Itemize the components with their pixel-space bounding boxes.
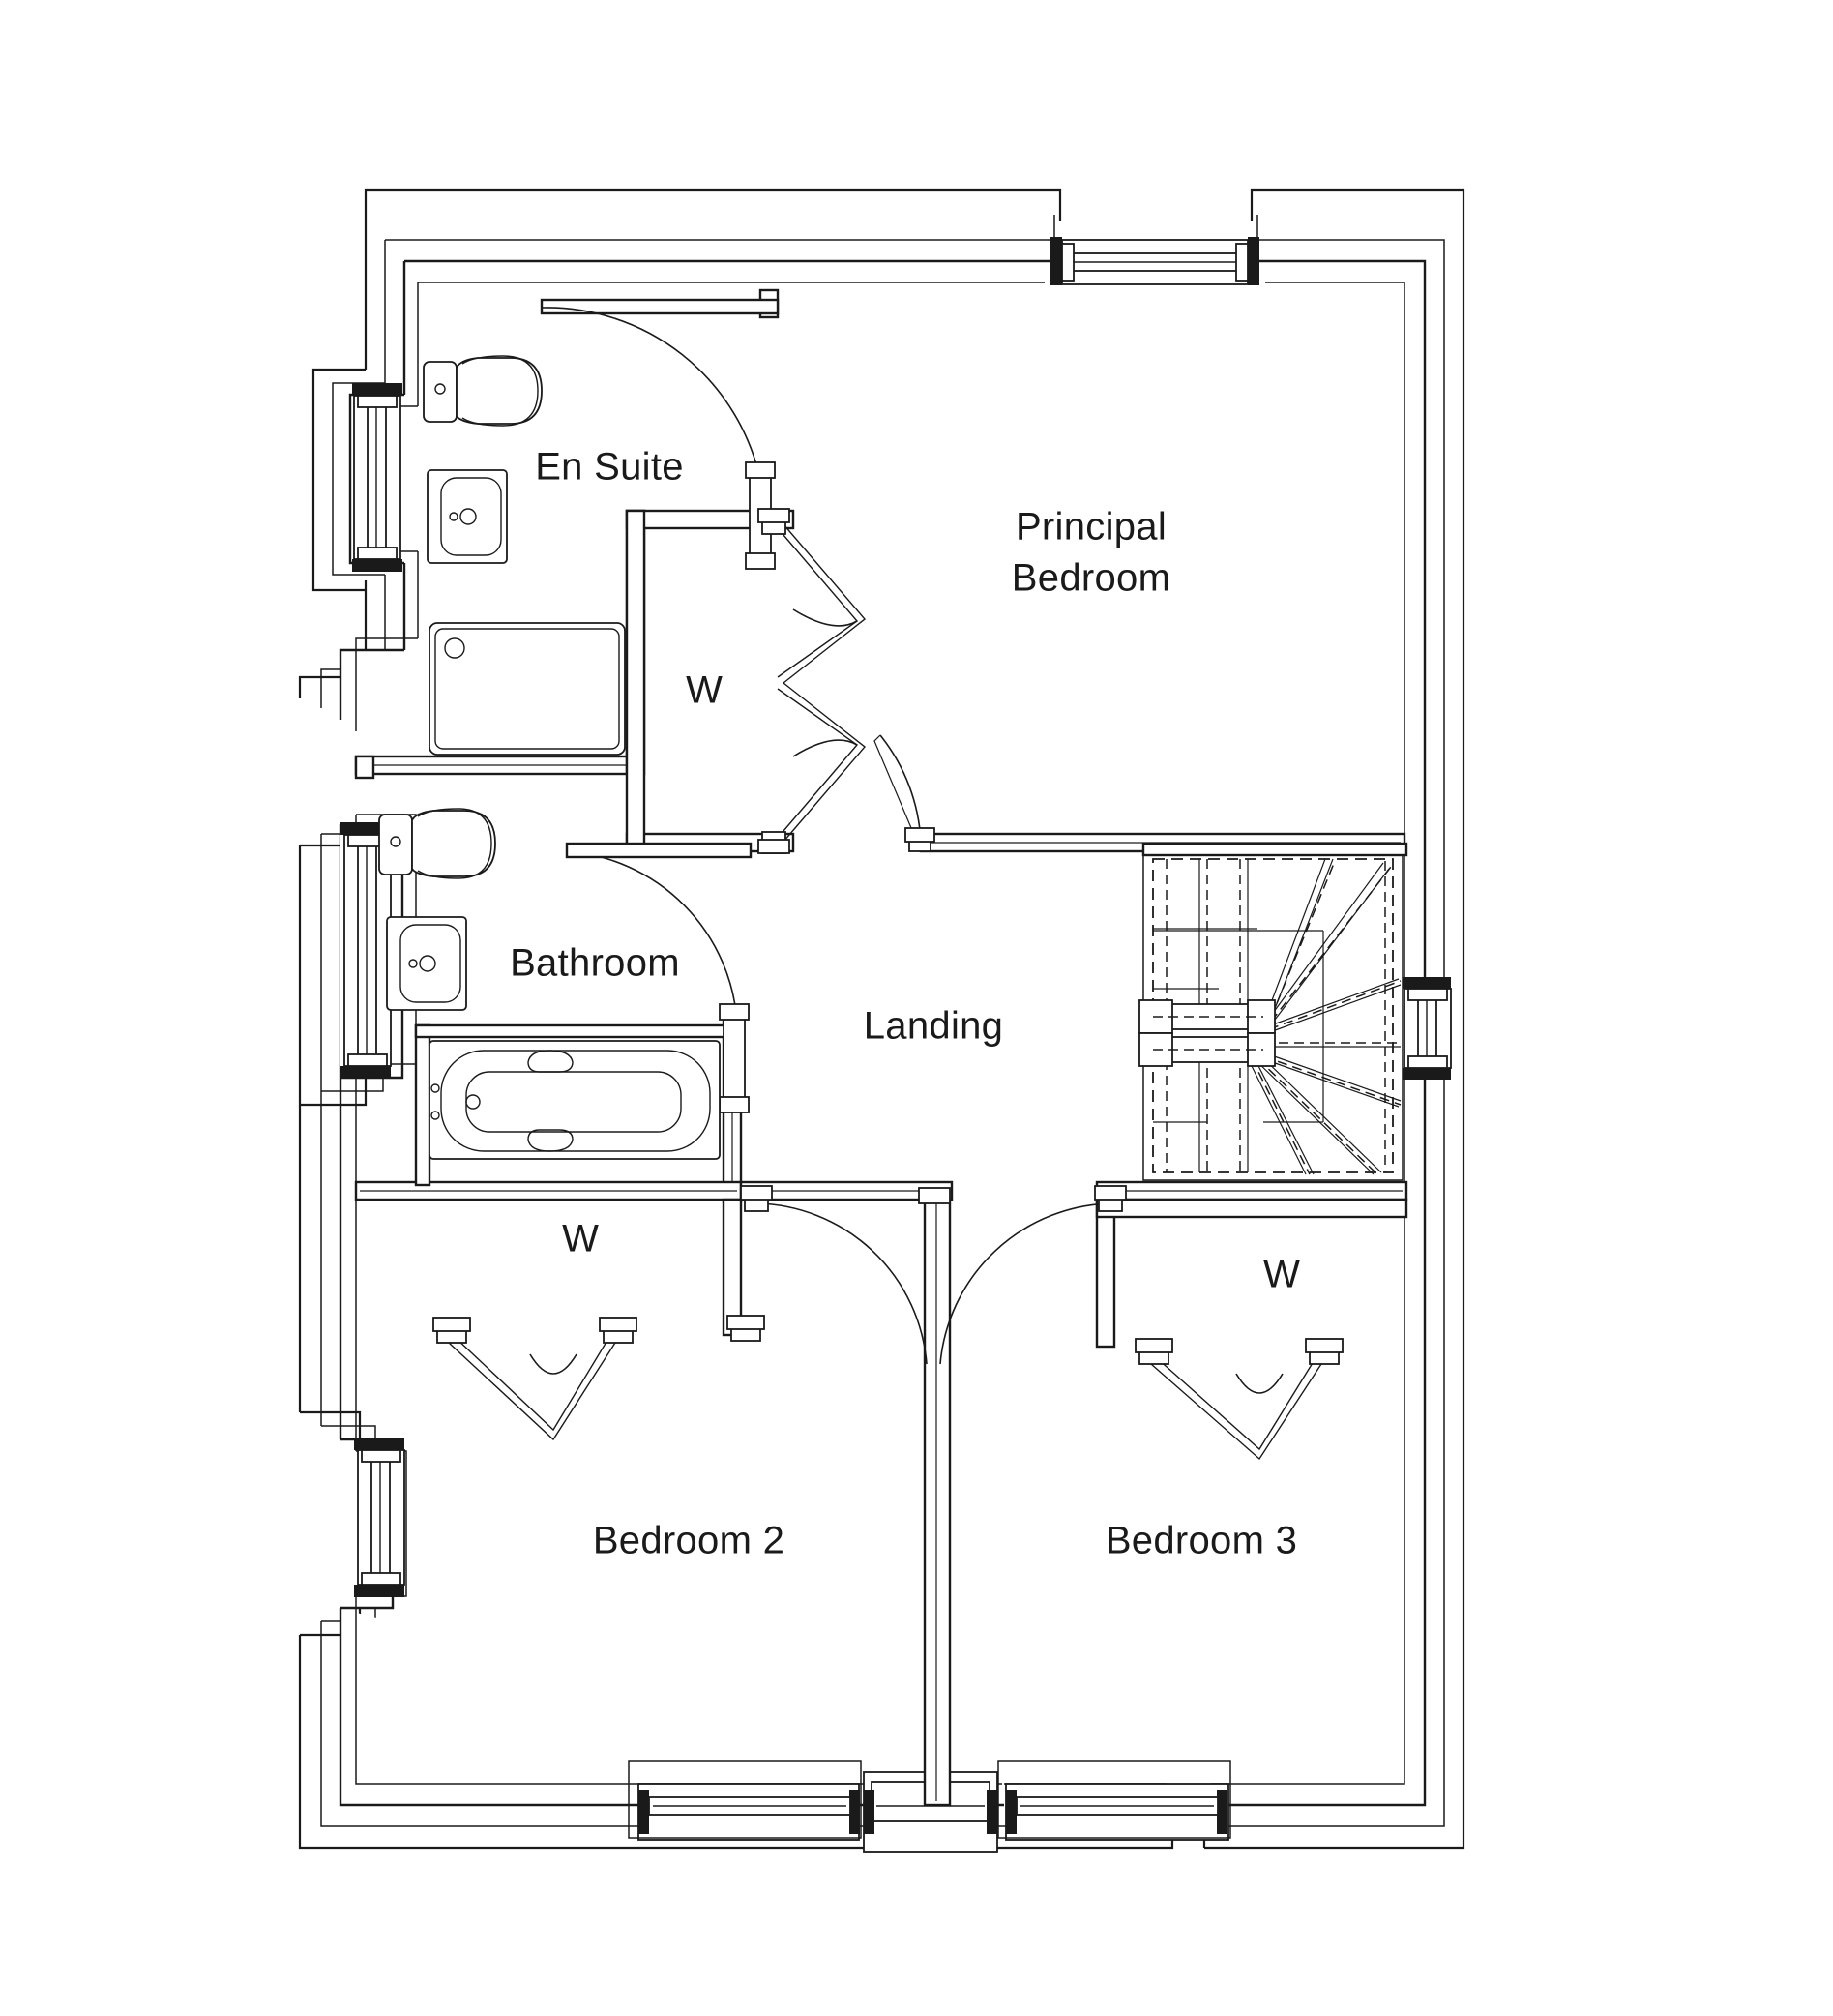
window-bottom-bedroom-2: [637, 1783, 860, 1841]
shower-tray-en-suite: [429, 622, 626, 756]
window-bottom-bedroom-3: [1005, 1783, 1229, 1841]
door-bedroom-3: [939, 1185, 1127, 1365]
windows-group: [340, 237, 1452, 1853]
wash-basin-bathroom: [386, 916, 467, 1011]
label-wardrobe-bedroom-3: W: [1263, 1254, 1300, 1296]
wash-basin-en-suite: [427, 469, 508, 564]
label-en-suite: En Suite: [535, 446, 684, 489]
toilet-bathroom: [378, 808, 496, 879]
door-bedroom-2: [740, 1185, 951, 1365]
label-wardrobe-principal: W: [686, 669, 723, 712]
window-left-en-suite: [352, 383, 402, 572]
winder-staircase: [1138, 842, 1408, 1181]
door-principal: [873, 734, 935, 852]
label-bedroom-3: Bedroom 3: [1106, 1520, 1297, 1562]
doors-group: [432, 307, 1344, 1461]
label-bathroom: Bathroom: [510, 942, 680, 985]
label-bedroom-2: Bedroom 2: [593, 1520, 784, 1562]
window-left-bedroom-2: [354, 1438, 405, 1597]
label-principal-bedroom-2: Bedroom: [1012, 557, 1170, 600]
label-principal-bedroom: Principal: [1016, 506, 1167, 548]
door-bathroom: [565, 842, 753, 1113]
window-top-principal: [1050, 237, 1259, 285]
bifold-wardrobe-bedroom-2: [432, 1317, 637, 1441]
sanitary-fixtures: [378, 355, 721, 1160]
bifold-wardrobe-principal: [757, 508, 867, 854]
window-right-landing: [1403, 977, 1452, 1080]
bifold-wardrobe-bedroom-3: [1135, 1338, 1344, 1461]
label-landing: Landing: [864, 1005, 1003, 1048]
door-en-suite: [541, 307, 776, 570]
stair-newel-post: [1138, 999, 1276, 1067]
bathtub-bathroom: [429, 1040, 721, 1160]
room-labels: En Suite Principal Bedroom Bathroom Land…: [510, 446, 1300, 1562]
toilet-en-suite: [423, 355, 543, 427]
label-wardrobe-bedroom-2: W: [562, 1218, 599, 1260]
